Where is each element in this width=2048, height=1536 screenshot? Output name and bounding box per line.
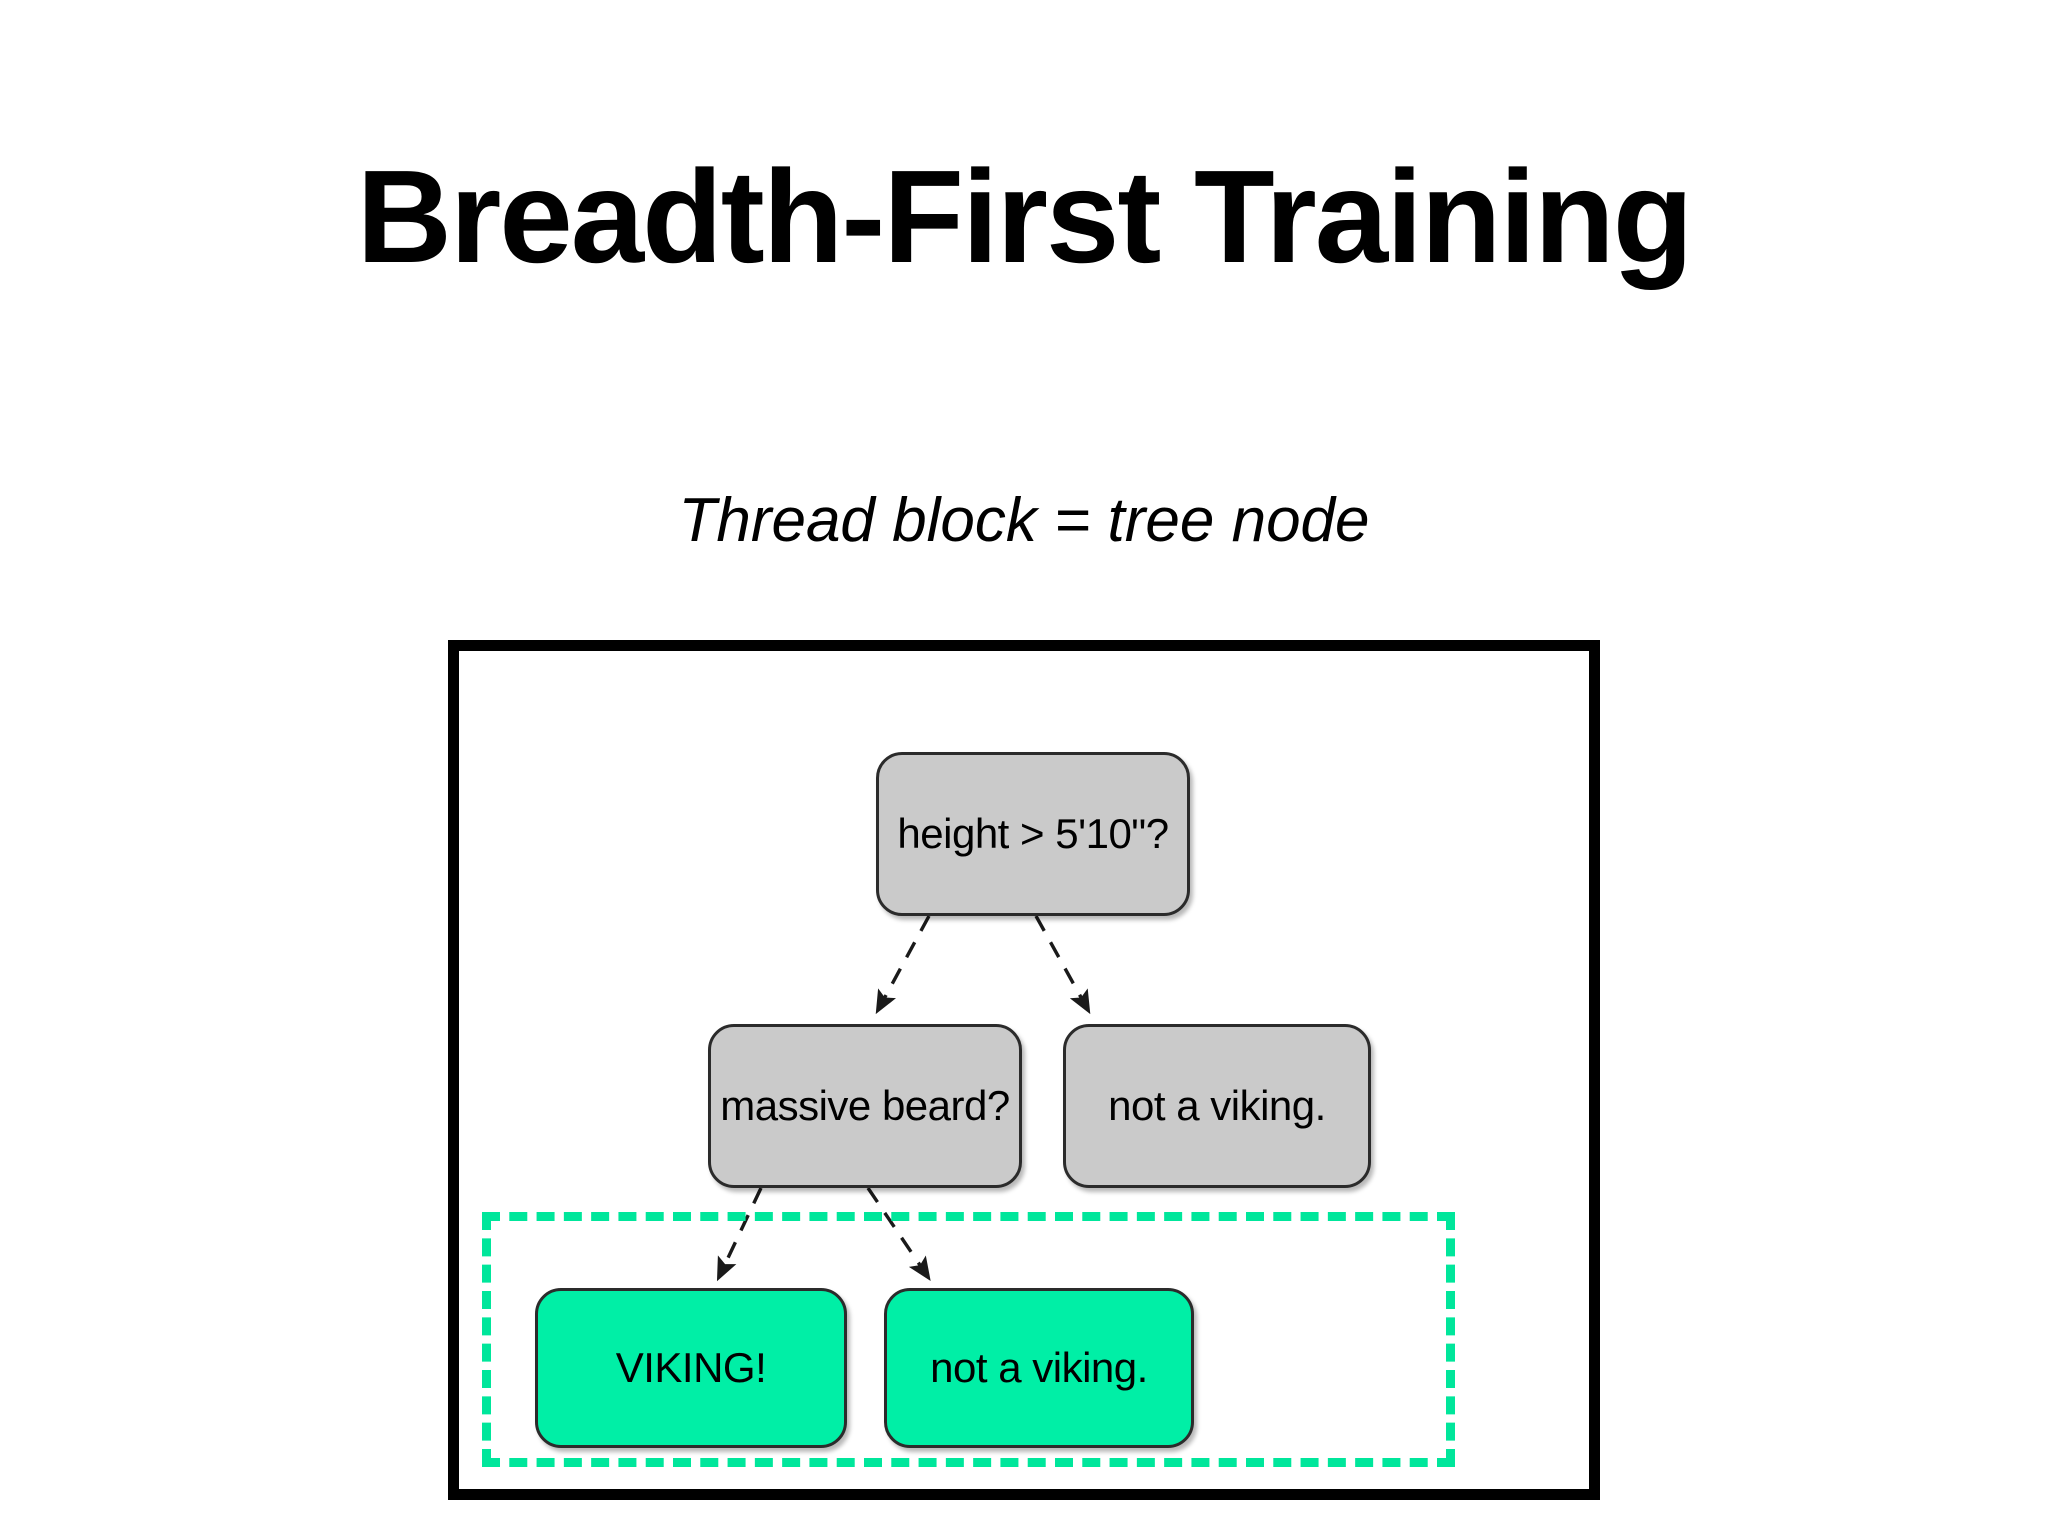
tree-node-not-a-viking-right[interactable]: not a viking. — [1063, 1024, 1371, 1188]
tree-node-not-a-viking-leaf[interactable]: not a viking. — [884, 1288, 1194, 1448]
tree-node-massive-beard[interactable]: massive beard? — [708, 1024, 1022, 1188]
tree-node-viking[interactable]: VIKING! — [535, 1288, 847, 1448]
slide-subtitle: Thread block = tree node — [678, 486, 1370, 555]
page-title: Breadth-First Training — [356, 143, 1694, 290]
thread-block-region — [482, 1212, 1455, 1467]
tree-node-root[interactable]: height > 5'10"? — [876, 752, 1190, 916]
